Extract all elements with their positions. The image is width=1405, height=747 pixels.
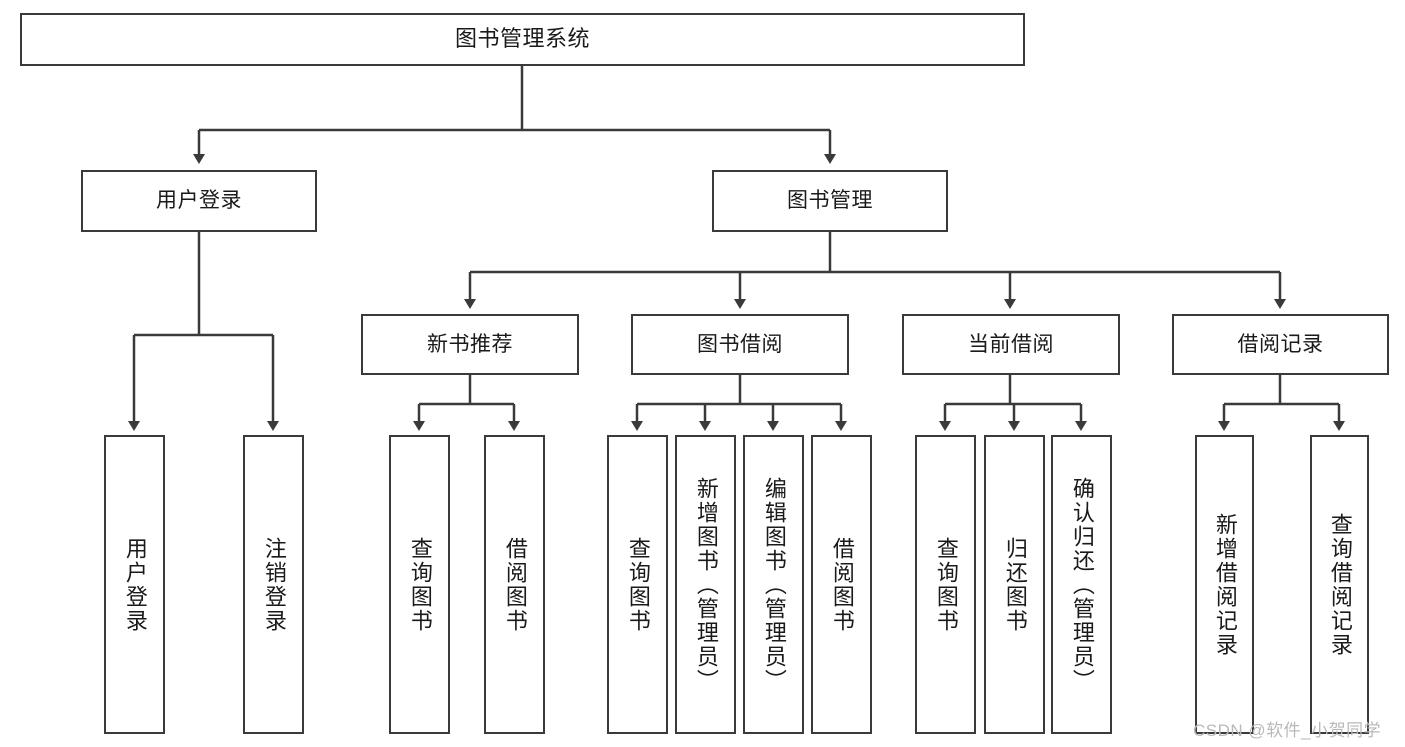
node-label: 用户登录 (122, 536, 148, 633)
node-label: 查询借阅记录 (1327, 512, 1353, 657)
node-label: 查询图书 (407, 536, 433, 633)
leaf-user-login-logout[interactable]: 注销登录 (243, 435, 304, 734)
node-label: 借阅图书 (829, 536, 855, 633)
leaf-current-return-books[interactable]: 归还图书 (984, 435, 1045, 734)
node-label: 新增图书（管理员） (693, 476, 719, 693)
node-label: 图书借阅 (697, 332, 783, 356)
node-book-borrowing[interactable]: 图书借阅 (631, 314, 849, 375)
leaf-record-add-borrow-record[interactable]: 新增借阅记录 (1195, 435, 1254, 734)
node-label: 确认归还（管理员） (1069, 476, 1095, 693)
node-current-borrowing[interactable]: 当前借阅 (902, 314, 1120, 375)
node-label: 编辑图书（管理员） (761, 476, 787, 693)
leaf-current-query-books[interactable]: 查询图书 (915, 435, 976, 734)
leaf-borrow-borrow-books[interactable]: 借阅图书 (811, 435, 872, 734)
node-root-book-management-system[interactable]: 图书管理系统 (20, 13, 1025, 66)
leaf-current-confirm-return-admin[interactable]: 确认归还（管理员） (1051, 435, 1112, 734)
node-label: 新增借阅记录 (1212, 512, 1238, 657)
leaf-borrow-edit-book-admin[interactable]: 编辑图书（管理员） (743, 435, 804, 734)
node-label: 借阅图书 (502, 536, 528, 633)
leaf-borrow-query-books[interactable]: 查询图书 (607, 435, 668, 734)
node-borrowing-records[interactable]: 借阅记录 (1172, 314, 1389, 375)
node-label: 用户登录 (156, 189, 242, 213)
node-label: 查询图书 (625, 536, 651, 633)
leaf-recommend-borrow-books[interactable]: 借阅图书 (484, 435, 545, 734)
node-label: 注销登录 (261, 536, 287, 633)
csdn-watermark: CSDN @软件_小贺同学 (1193, 721, 1382, 740)
leaf-borrow-add-book-admin[interactable]: 新增图书（管理员） (675, 435, 736, 734)
node-label: 借阅记录 (1237, 332, 1324, 356)
node-label: 当前借阅 (968, 332, 1054, 356)
node-label: 新书推荐 (427, 332, 513, 356)
node-user-login[interactable]: 用户登录 (81, 170, 317, 232)
node-new-book-recommendation[interactable]: 新书推荐 (361, 314, 579, 375)
node-label: 图书管理 (787, 189, 873, 213)
leaf-recommend-query-books[interactable]: 查询图书 (389, 435, 450, 734)
node-label: 查询图书 (933, 536, 959, 633)
leaf-record-query-borrow-record[interactable]: 查询借阅记录 (1310, 435, 1369, 734)
node-book-management[interactable]: 图书管理 (712, 170, 948, 232)
node-label: 归还图书 (1002, 536, 1028, 633)
node-label: 图书管理系统 (454, 26, 590, 52)
leaf-user-login-login[interactable]: 用户登录 (104, 435, 165, 734)
